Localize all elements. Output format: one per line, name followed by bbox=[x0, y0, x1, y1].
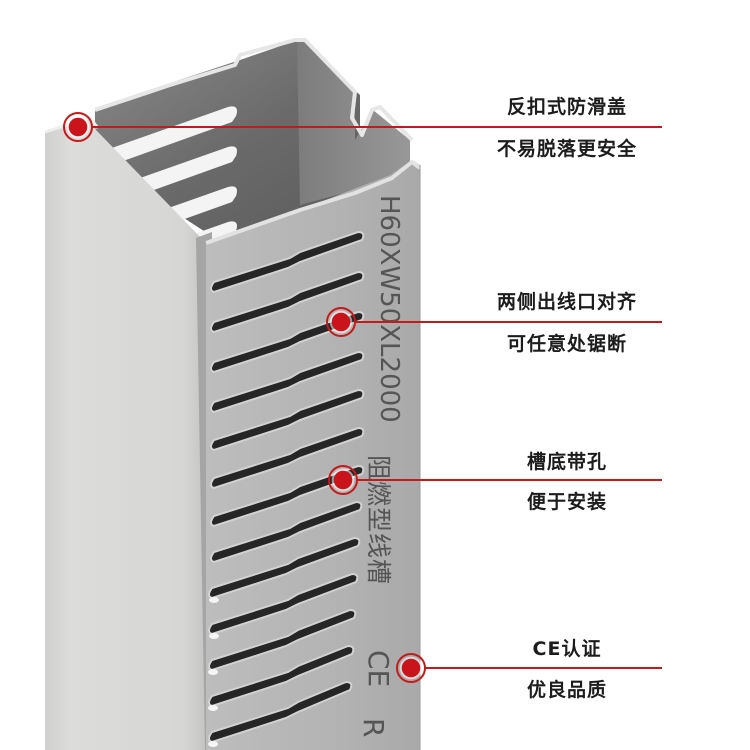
duct-ce-mark-text: CE bbox=[362, 650, 395, 688]
callout-marker-icon bbox=[326, 307, 356, 337]
callout-marker-icon bbox=[328, 465, 358, 495]
callout-title-aligned-outlets: 两侧出线口对齐 bbox=[496, 291, 637, 313]
callout-subtitle-bottom-holes: 便于安装 bbox=[526, 491, 607, 513]
callout-line-aligned-outlets bbox=[355, 321, 662, 323]
duct-partial-text: R bbox=[357, 718, 390, 738]
callout-title-anti-slip-cover: 反扣式防滑盖 bbox=[506, 96, 627, 118]
callout-title-bottom-holes: 槽底带孔 bbox=[526, 451, 607, 473]
callout-line-bottom-holes bbox=[357, 479, 662, 481]
callout-marker-icon bbox=[63, 112, 93, 142]
callout-line-ce-cert bbox=[425, 667, 662, 669]
duct-interior bbox=[92, 38, 414, 285]
callout-marker-icon bbox=[396, 653, 426, 683]
callout-subtitle-ce-cert: 优良品质 bbox=[526, 679, 607, 701]
callout-subtitle-anti-slip-cover: 不易脱落更安全 bbox=[496, 138, 637, 160]
duct-front-face bbox=[205, 160, 422, 750]
duct-flame-retardant-text: 阻燃型线槽 bbox=[364, 455, 393, 586]
callout-line-anti-slip-cover bbox=[92, 126, 662, 128]
duct-model-text: H60XW50XL2000 bbox=[374, 195, 404, 423]
duct-left-face bbox=[45, 118, 208, 750]
callout-subtitle-aligned-outlets: 可任意处锯断 bbox=[506, 333, 627, 355]
callout-title-ce-cert: CE认证 bbox=[532, 638, 602, 660]
